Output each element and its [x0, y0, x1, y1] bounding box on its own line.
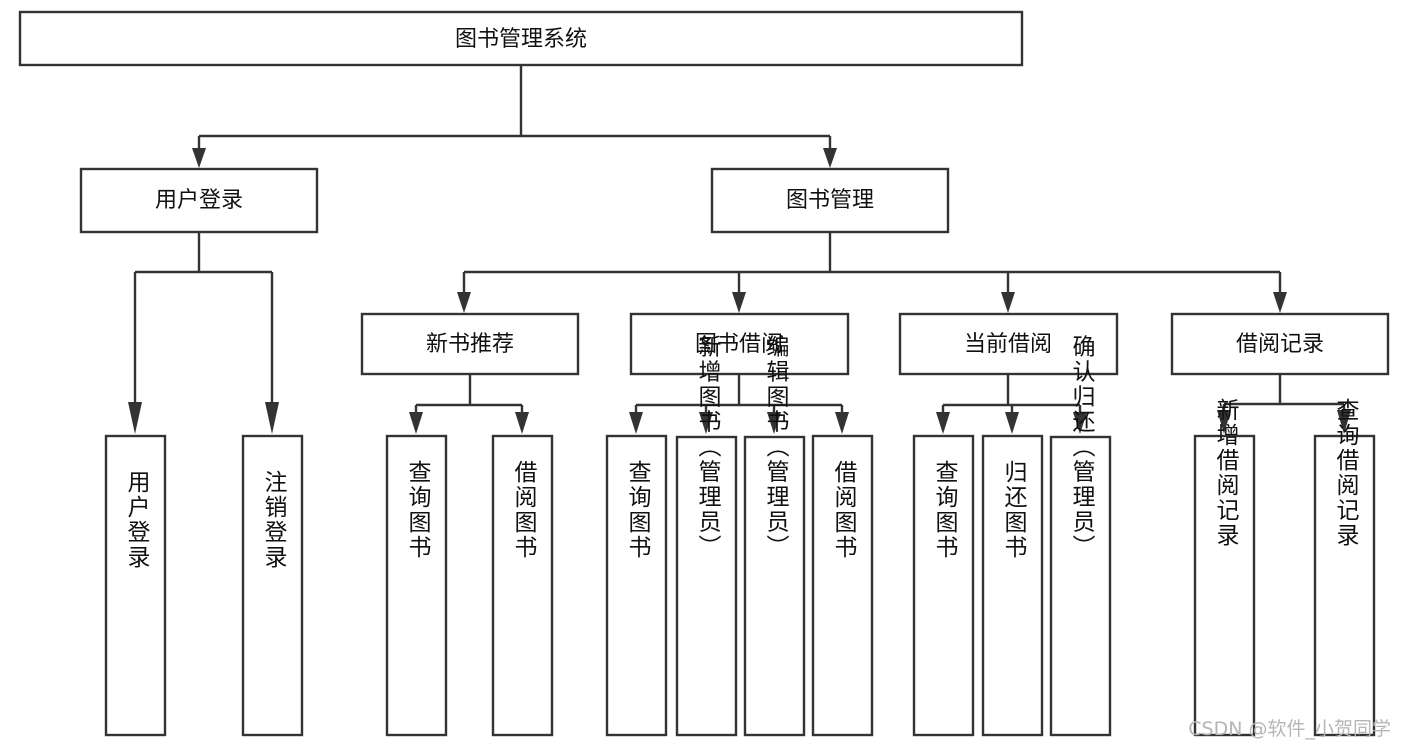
node-leaf-query-book-3-label: 查询图书 — [931, 460, 959, 560]
node-leaf-borrow-book-1-rect[interactable] — [491, 434, 554, 737]
node-borrow-record-rect[interactable] — [1170, 312, 1390, 376]
node-leaf-confirm-return-label: 确认归还（管理员） — [1068, 335, 1096, 560]
arrow-head-leaf-add-record — [1217, 410, 1231, 434]
node-leaf-add-book-label: 新增图书（管理员） — [694, 335, 722, 560]
node-leaf-logout-label: 注销登录 — [260, 470, 288, 570]
node-user-login[interactable]: 用户登录 — [79, 167, 319, 234]
node-leaf-borrow-book-2[interactable]: 借阅图书 — [811, 434, 874, 737]
node-leaf-query-book-2-rect[interactable] — [605, 434, 668, 737]
node-leaf-edit-book-rect[interactable] — [743, 435, 806, 737]
node-borrow-record[interactable]: 借阅记录 — [1170, 312, 1390, 376]
node-leaf-add-record[interactable]: 新增借阅记录 — [1193, 398, 1256, 737]
node-leaf-borrow-book-2-rect[interactable] — [811, 434, 874, 737]
arrow-head-leaf-query-book-3 — [936, 412, 950, 434]
node-leaf-query-book-1-label: 查询图书 — [404, 460, 432, 560]
node-leaf-query-record-rect[interactable] — [1313, 434, 1376, 737]
arrow-head-new-book-rec — [457, 292, 471, 313]
node-leaf-add-record-rect[interactable] — [1193, 434, 1256, 737]
node-root[interactable]: 图书管理系统 — [18, 10, 1024, 67]
node-leaf-confirm-return-rect[interactable] — [1049, 435, 1112, 737]
node-leaf-query-book-2[interactable]: 查询图书 — [605, 434, 668, 737]
arrow-head-leaf-query-record — [1337, 410, 1351, 434]
node-root-rect[interactable] — [18, 10, 1024, 67]
node-leaf-add-book[interactable]: 新增图书（管理员） — [675, 335, 738, 737]
arrow-head-leaf-query-book-1 — [409, 412, 423, 434]
node-user-login-rect[interactable] — [79, 167, 319, 234]
node-user-login-label: 用户登录 — [155, 188, 243, 213]
node-leaf-query-book-3[interactable]: 查询图书 — [912, 434, 975, 737]
node-book-manage[interactable]: 图书管理 — [710, 167, 950, 234]
arrow-head-leaf-borrow-book-2 — [835, 412, 849, 434]
node-book-manage-rect[interactable] — [710, 167, 950, 234]
arrow-head-user-login — [192, 148, 206, 168]
node-leaf-query-book-1[interactable]: 查询图书 — [385, 434, 448, 737]
node-leaf-confirm-return[interactable]: 确认归还（管理员） — [1049, 335, 1112, 737]
arrow-head-leaf-user-login — [128, 402, 142, 434]
node-book-borrow[interactable]: 图书借阅 — [629, 312, 850, 376]
arrow-head-leaf-return-book — [1005, 412, 1019, 434]
node-leaf-query-book-1-rect[interactable] — [385, 434, 448, 737]
arrow-head-leaf-add-book — [699, 412, 713, 434]
arrow-head-leaf-edit-book — [767, 412, 781, 434]
node-leaf-edit-book[interactable]: 编辑图书（管理员） — [743, 335, 806, 737]
arrow-head-leaf-logout — [265, 402, 279, 434]
node-leaf-add-record-label: 新增借阅记录 — [1212, 398, 1240, 548]
node-leaf-user-login-rect[interactable] — [104, 434, 167, 737]
node-leaf-logout-rect[interactable] — [241, 434, 304, 737]
node-leaf-edit-book-label: 编辑图书（管理员） — [762, 335, 790, 560]
edge-group — [128, 65, 1351, 434]
node-new-book-rec[interactable]: 新书推荐 — [360, 312, 580, 376]
node-leaf-query-record[interactable]: 查询借阅记录 — [1313, 398, 1376, 737]
arrow-head-book-manage — [823, 148, 837, 168]
node-current-borrow-label: 当前借阅 — [964, 332, 1052, 357]
node-new-book-rec-rect[interactable] — [360, 312, 580, 376]
csdn-watermark: CSDN @软件_小贺同学 — [1188, 718, 1391, 740]
arrow-head-leaf-query-book-2 — [629, 412, 643, 434]
node-borrow-record-label: 借阅记录 — [1236, 332, 1324, 357]
node-root-label: 图书管理系统 — [455, 27, 587, 52]
node-leaf-borrow-book-1[interactable]: 借阅图书 — [491, 434, 554, 737]
node-leaf-add-book-rect[interactable] — [675, 435, 738, 737]
node-book-borrow-rect[interactable] — [629, 312, 850, 376]
node-leaf-query-book-3-rect[interactable] — [912, 434, 975, 737]
node-book-manage-label: 图书管理 — [786, 188, 874, 213]
node-leaf-query-book-2-label: 查询图书 — [624, 460, 652, 560]
arrow-head-current-borrow — [1001, 292, 1015, 313]
node-leaf-return-book-rect[interactable] — [981, 434, 1044, 737]
node-leaf-user-login-label: 用户登录 — [123, 470, 151, 570]
arrow-head-leaf-confirm-return — [1073, 412, 1087, 434]
node-leaf-user-login[interactable]: 用户登录 — [104, 434, 167, 737]
arrow-head-book-borrow — [732, 292, 746, 313]
node-leaf-return-book[interactable]: 归还图书 — [981, 434, 1044, 737]
node-leaf-query-record-label: 查询借阅记录 — [1332, 398, 1360, 548]
arrow-head-borrow-record — [1273, 292, 1287, 313]
node-book-borrow-label: 图书借阅 — [695, 332, 783, 357]
node-current-borrow[interactable]: 当前借阅 — [898, 312, 1119, 376]
node-leaf-return-book-label: 归还图书 — [1000, 460, 1028, 560]
node-leaf-borrow-book-1-label: 借阅图书 — [510, 460, 538, 560]
node-leaf-logout[interactable]: 注销登录 — [241, 434, 304, 737]
node-leaf-borrow-book-2-label: 借阅图书 — [830, 460, 858, 560]
node-new-book-rec-label: 新书推荐 — [426, 332, 514, 357]
arrow-head-leaf-borrow-book-1 — [515, 412, 529, 434]
node-current-borrow-rect[interactable] — [898, 312, 1119, 376]
